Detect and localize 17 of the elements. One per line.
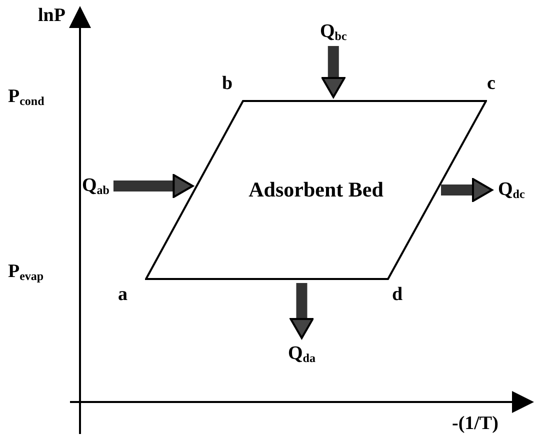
heat-arrow bbox=[441, 178, 493, 202]
heat-label: Q$_{da}$ bbox=[288, 343, 316, 364]
corner-label: a bbox=[118, 285, 128, 304]
heat-arrow bbox=[321, 46, 346, 98]
corner-label: c bbox=[487, 74, 496, 93]
corner-label: d bbox=[392, 285, 403, 304]
axis-label: -(1/T) bbox=[452, 414, 498, 433]
pressure-label: P$_{cond}$ bbox=[8, 87, 44, 107]
heat-label: Q$_{dc}$ bbox=[498, 179, 525, 200]
heat-label: Q$_{ab}$ bbox=[82, 175, 110, 196]
pressure-label: P$_{evap}$ bbox=[8, 262, 44, 282]
bed-label: Adsorbent Bed bbox=[248, 180, 384, 200]
axis-label: lnP bbox=[38, 6, 66, 25]
heat-arrow bbox=[113, 174, 194, 198]
heat-arrow bbox=[290, 283, 314, 339]
corner-label: b bbox=[222, 74, 233, 93]
heat-label: Q$_{bc}$ bbox=[320, 21, 347, 42]
